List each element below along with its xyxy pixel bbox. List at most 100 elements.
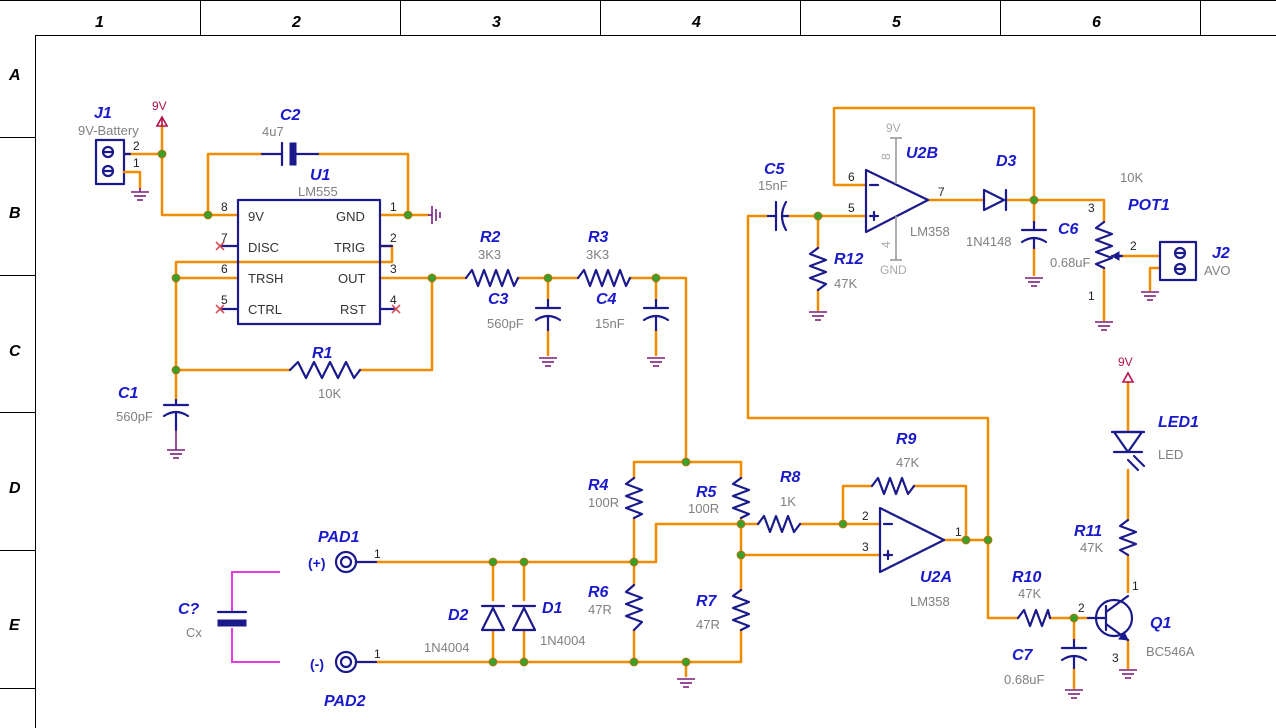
ground-icon (1141, 291, 1159, 301)
resistor-r12[interactable] (808, 246, 828, 292)
u1-pin-8: 8 (221, 200, 228, 214)
c2-value: 4u7 (262, 124, 284, 139)
pad2-polarity: (-) (310, 656, 324, 672)
grid-col-4: 4 (691, 14, 701, 31)
resistor-r5[interactable] (731, 476, 751, 520)
j1-ref: J1 (94, 105, 112, 122)
opamp-u2a[interactable] (878, 506, 946, 574)
grid-row-a: A (8, 67, 21, 84)
capacitor-c5[interactable] (766, 200, 790, 232)
resistor-r11[interactable] (1118, 518, 1138, 557)
capacitor-c4[interactable] (642, 298, 670, 332)
resistor-r8[interactable] (756, 514, 802, 534)
j2-ref: J2 (1212, 245, 1230, 262)
resistor-r7[interactable] (731, 588, 751, 632)
q1-pin-1: 1 (1132, 579, 1139, 593)
resistor-r4[interactable] (624, 476, 644, 520)
junction-node (519, 557, 529, 567)
capacitor-cx[interactable] (216, 610, 248, 627)
junction-node (488, 657, 498, 667)
d2-ref: D2 (448, 607, 469, 624)
connector-j1[interactable] (94, 138, 142, 190)
diode-d3[interactable] (982, 188, 1008, 212)
u1-pin-3: 3 (390, 262, 397, 276)
led1-value: LED (1158, 447, 1183, 462)
capacitor-c2[interactable] (260, 141, 320, 167)
transistor-q1[interactable] (1086, 594, 1134, 642)
u1-label-trsh: TRSH (248, 271, 283, 286)
junction-node (813, 211, 823, 221)
resistor-r6[interactable] (624, 583, 644, 632)
r2-ref: R2 (480, 229, 501, 246)
ground-icon (647, 357, 665, 367)
resistor-r10[interactable] (1016, 608, 1052, 628)
led1-ref: LED1 (1158, 414, 1199, 431)
r7-value: 47R (696, 617, 720, 632)
junction-node (629, 557, 639, 567)
capacitor-c1[interactable] (162, 398, 190, 432)
pad-pad1[interactable] (334, 550, 378, 574)
resistor-r2[interactable] (464, 268, 520, 288)
d1-ref: D1 (542, 600, 563, 617)
resistor-r3[interactable] (576, 268, 632, 288)
capacitor-c7[interactable] (1060, 638, 1088, 670)
pad-pad2[interactable] (334, 650, 378, 674)
pot1-ref: POT1 (1128, 197, 1170, 214)
diode-d1[interactable] (511, 604, 537, 632)
j1-pin-1: 1 (133, 156, 140, 170)
r2-value: 3K3 (478, 247, 501, 262)
u1-ref: U1 (310, 167, 331, 184)
u2b-ref: U2B (906, 145, 938, 162)
u1-pin-2: 2 (390, 231, 397, 245)
wires (123, 106, 1162, 690)
diode-d2[interactable] (480, 604, 506, 632)
junction-node (983, 535, 993, 545)
j1-pin-2: 2 (133, 139, 140, 153)
capacitor-c6[interactable] (1020, 220, 1048, 250)
connector-j2[interactable] (1158, 240, 1198, 282)
pad2-pin: 1 (374, 647, 381, 661)
d3-value: 1N4148 (966, 234, 1012, 249)
u1-pin-7: 7 (221, 231, 228, 245)
r1-ref: R1 (312, 345, 333, 362)
u1-label-disc: DISC (248, 240, 279, 255)
resistor-r9[interactable] (870, 476, 916, 496)
ground-icon (539, 357, 557, 367)
junction-node (838, 519, 848, 529)
c4-ref: C4 (596, 291, 617, 308)
r6-ref: R6 (588, 584, 609, 601)
r4-ref: R4 (588, 477, 609, 494)
u2b-pin-8: 8 (879, 153, 893, 160)
junction-node (403, 210, 413, 220)
ground-icon (428, 206, 441, 224)
grid-col-6: 6 (1092, 14, 1101, 31)
u2b-value: LM358 (910, 224, 950, 239)
junction-node (1069, 613, 1079, 623)
grid-row-d: D (9, 480, 21, 497)
c6-ref: C6 (1058, 221, 1079, 238)
c5-ref: C5 (764, 161, 786, 178)
u1-value: LM555 (298, 184, 338, 199)
potentiometer-pot1[interactable] (1094, 220, 1124, 270)
power-9v-led-label: 9V (1118, 355, 1133, 369)
led-led1[interactable] (1110, 430, 1146, 472)
c2-ref: C2 (280, 107, 301, 124)
opamp-u2b[interactable] (864, 137, 930, 261)
j2-value: AVO (1204, 263, 1231, 278)
r10-value: 47K (1018, 586, 1041, 601)
ground-icon (1025, 277, 1043, 287)
c7-ref: C7 (1012, 647, 1034, 664)
resistor-r1[interactable] (288, 360, 362, 380)
junction-node (629, 657, 639, 667)
junction-node (651, 273, 661, 283)
power-9v-label: 9V (152, 99, 167, 113)
u2a-pin-2: 2 (862, 509, 869, 523)
j1-value: 9V-Battery (78, 123, 139, 138)
grid-col-2: 2 (291, 14, 301, 31)
r9-ref: R9 (896, 431, 917, 448)
junction-node (736, 519, 746, 529)
ic-u1[interactable] (215, 198, 401, 326)
r12-value: 47K (834, 276, 857, 291)
capacitor-c3[interactable] (534, 298, 562, 332)
